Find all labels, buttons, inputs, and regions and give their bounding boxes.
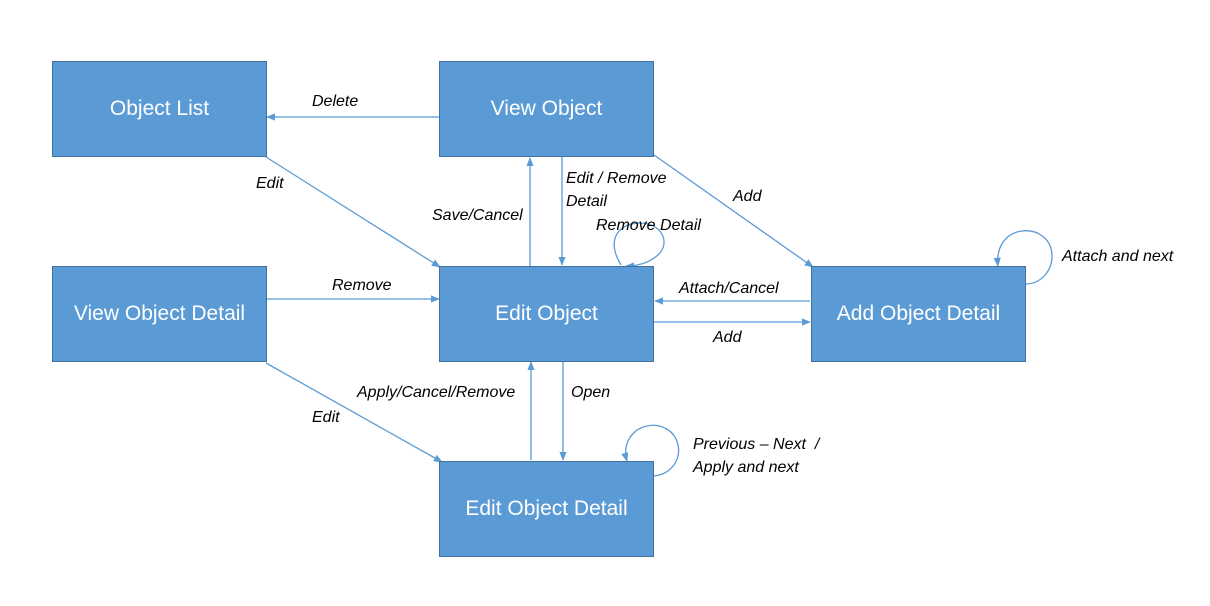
- node-view-object-detail[interactable]: View Object Detail: [52, 266, 267, 362]
- label-open: Open: [571, 384, 611, 401]
- node-edit-object-detail-label: Edit Object Detail: [465, 497, 628, 520]
- label-edit-remove-detail-1: Edit / Remove: [566, 170, 667, 187]
- label-add-from-edit: Add: [713, 329, 742, 346]
- node-edit-object-label: Edit Object: [495, 302, 598, 325]
- node-add-object-detail[interactable]: Add Object Detail: [811, 266, 1026, 362]
- label-attach-cancel: Attach/Cancel: [679, 280, 779, 297]
- loop-remove-detail: [613, 222, 665, 270]
- label-add-from-view: Add: [733, 188, 762, 205]
- node-add-object-detail-label: Add Object Detail: [836, 302, 1001, 325]
- loop-previous-next: [621, 424, 680, 477]
- label-edit-from-list: Edit: [256, 175, 284, 192]
- node-object-list[interactable]: Object List: [52, 61, 267, 157]
- label-previous-next-1: Previous – Next /: [693, 436, 820, 453]
- node-view-object-label: View Object: [490, 97, 603, 120]
- loop-attach-and-next: [993, 230, 1053, 285]
- node-object-list-label: Object List: [109, 97, 210, 120]
- arrow-edit-from-view-detail: [265, 362, 443, 463]
- label-save-cancel: Save/Cancel: [432, 207, 523, 224]
- label-remove: Remove: [332, 277, 392, 294]
- label-previous-next-2: Apply and next: [693, 459, 799, 476]
- label-apply-cancel-remove: Apply/Cancel/Remove: [357, 384, 516, 401]
- node-edit-object[interactable]: Edit Object: [439, 266, 654, 362]
- arrow-add-from-view: [653, 154, 814, 268]
- label-edit-remove-detail-2: Detail: [566, 193, 607, 210]
- label-edit-from-view-detail: Edit: [312, 409, 340, 426]
- node-edit-object-detail[interactable]: Edit Object Detail: [439, 461, 654, 557]
- label-attach-and-next: Attach and next: [1062, 248, 1174, 265]
- node-view-object-detail-label: View Object Detail: [73, 302, 246, 325]
- label-remove-detail: Remove Detail: [596, 217, 701, 234]
- label-delete: Delete: [312, 93, 359, 110]
- node-view-object[interactable]: View Object: [439, 61, 654, 157]
- arrow-edit-from-list: [265, 156, 441, 268]
